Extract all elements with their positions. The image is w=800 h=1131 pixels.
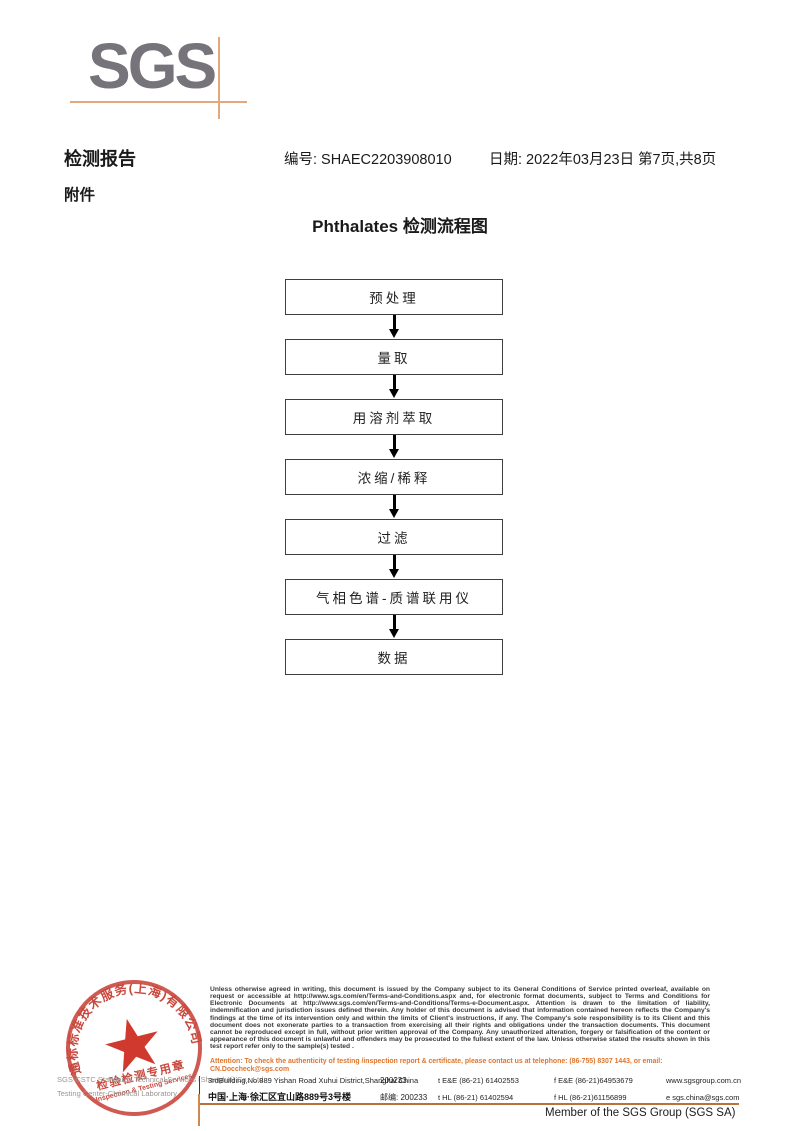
address-block: 3rdBuilding,No.889 Yishan Road Xuhui Dis… — [199, 1076, 785, 1104]
fax-ee: f E&E (86-21)64953679 — [554, 1076, 633, 1085]
legal-disclaimer: Unless otherwise agreed in writing, this… — [210, 986, 710, 1051]
flow-step-gcms: 气相色谱-质谱联用仪 — [285, 579, 503, 615]
lab-name: SGS-CSTC Standards Technical Services (S… — [57, 1073, 265, 1102]
logo-vertical-line — [218, 37, 220, 119]
lab-name-line1: SGS-CSTC Standards Technical Services (S… — [57, 1075, 266, 1084]
phone-ee: t E&E (86-21) 61402553 — [438, 1076, 519, 1085]
flow-step-pretreatment: 预处理 — [285, 279, 503, 315]
address-row-en: 3rdBuilding,No.889 Yishan Road Xuhui Dis… — [208, 1076, 785, 1090]
address-english: 3rdBuilding,No.889 Yishan Road Xuhui Dis… — [208, 1076, 419, 1085]
arrow-down-icon — [285, 375, 503, 399]
report-number: 编号: SHAEC2203908010 — [284, 152, 452, 168]
seal-star-icon — [105, 1018, 158, 1073]
footer-horizontal-line — [199, 1103, 739, 1105]
arrow-down-icon — [285, 615, 503, 639]
arrow-down-icon — [285, 495, 503, 519]
attachment-label: 附件 — [64, 187, 96, 204]
address-chinese: 中国·上海·徐汇区宜山路889号3号楼 — [208, 1092, 352, 1102]
attention-notice: Attention: To check the authenticity of … — [210, 1058, 663, 1073]
flow-step-data: 数据 — [285, 639, 503, 675]
report-title: 检测报告 — [64, 149, 136, 169]
page-indicator: 第7页,共8页 — [638, 152, 717, 168]
sgs-logo: SGS — [88, 30, 217, 102]
flowchart-title: Phthalates 检测流程图 — [312, 217, 488, 236]
address-row-cn: 中国·上海·徐汇区宜山路889号3号楼 邮编: 200233 t HL (86-… — [208, 1090, 785, 1104]
email: e sgs.china@sgs.com — [666, 1093, 740, 1102]
lab-name-line2: Testing Center-Chemical Laboratory — [57, 1089, 178, 1099]
website: www.sgsgroup.com.cn — [666, 1076, 742, 1085]
phone-hl: t HL (86-21) 61402594 — [438, 1093, 514, 1102]
arrow-down-icon — [285, 435, 503, 459]
fax-hl: f HL (86-21)61156899 — [554, 1093, 627, 1102]
flow-step-solvent-extraction: 用溶剂萃取 — [285, 399, 503, 435]
logo-horizontal-line — [70, 101, 247, 103]
flow-step-measure: 量取 — [285, 339, 503, 375]
arrow-down-icon — [285, 555, 503, 579]
footer-vertical-line — [198, 1094, 200, 1126]
postcode-english: 200233 — [380, 1076, 407, 1085]
sgs-member-line: Member of the SGS Group (SGS SA) — [545, 1107, 736, 1119]
postcode-chinese: 邮编: 200233 — [380, 1093, 428, 1102]
arrow-down-icon — [285, 315, 503, 339]
company-seal: 通标标准技术服务(上海)有限公司 检验检测专用章 Inspection & Te… — [50, 966, 204, 1116]
seal-circle — [66, 980, 202, 1116]
report-date: 日期: 2022年03月23日 — [489, 152, 635, 168]
flowchart: 预处理 量取 用溶剂萃取 浓缩/稀释 过滤 气相色谱-质谱联用仪 数据 — [285, 279, 503, 675]
flow-step-filter: 过滤 — [285, 519, 503, 555]
flow-step-concentrate-dilute: 浓缩/稀释 — [285, 459, 503, 495]
